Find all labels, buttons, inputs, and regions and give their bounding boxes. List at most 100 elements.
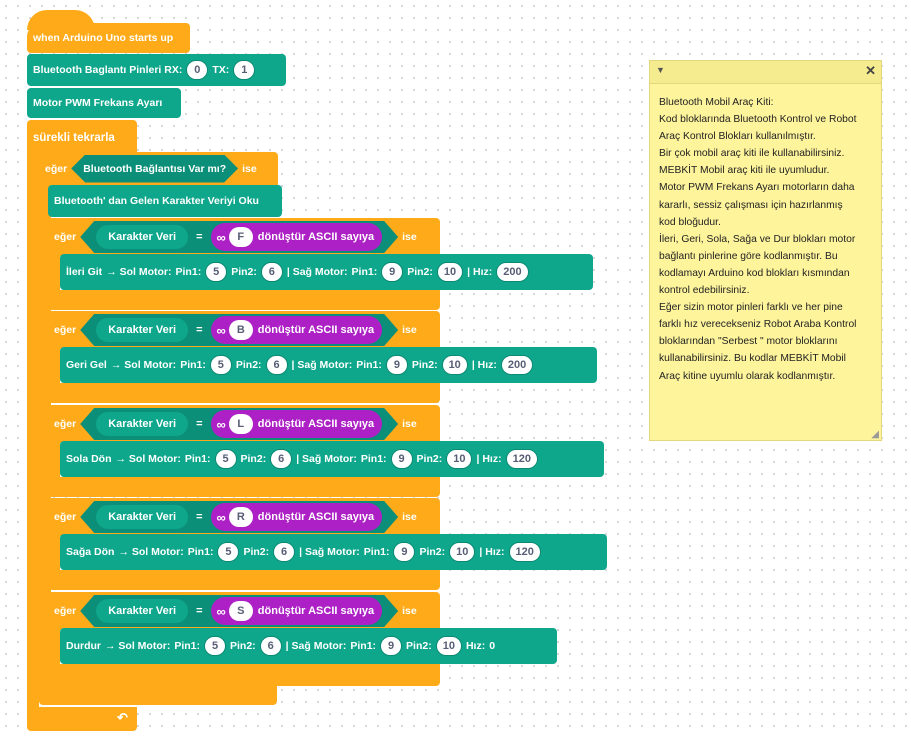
if-label: eğer	[54, 605, 77, 617]
if-foot	[48, 477, 440, 497]
ascii-convert-block[interactable]: ∞ R dönüştür ASCII sayıya	[211, 503, 383, 531]
speed-label: | Hız:	[476, 453, 502, 465]
motor-action-block[interactable]: Sola Dön → Sol Motor: Pin1: 5 Pin2: 6 | …	[60, 441, 604, 477]
right-pin1-input[interactable]: 9	[381, 262, 404, 282]
char-input[interactable]: S	[229, 601, 253, 621]
char-variable[interactable]: Karakter Veri	[96, 225, 188, 249]
left-pin1-input[interactable]: 5	[214, 449, 237, 469]
pin1-label: Pin1:	[180, 359, 206, 371]
then-label: ise	[402, 231, 417, 243]
action-label: Sola Dön	[66, 453, 112, 465]
right-motor-label: | Sağ Motor:	[299, 546, 360, 558]
if-char-block[interactable]: eğer Karakter Veri = ∞ B dönüştür ASCII …	[48, 311, 440, 349]
comment-note[interactable]: ▼ ✕ Bluetooth Mobil Araç Kiti:Kod blokla…	[649, 60, 882, 441]
outer-if-block[interactable]: eğer Bluetooth Bağlantısı Var mı? ise	[39, 152, 278, 185]
resize-handle-icon[interactable]: ◢	[871, 429, 879, 440]
speed-value[interactable]: 0	[489, 640, 496, 652]
if-char-block[interactable]: eğer Karakter Veri = ∞ L dönüştür ASCII …	[48, 405, 440, 443]
char-variable[interactable]: Karakter Veri	[96, 505, 188, 529]
left-pin2-input[interactable]: 6	[265, 355, 288, 375]
if-arm	[48, 628, 60, 668]
right-pin1-input[interactable]: 9	[393, 542, 416, 562]
rx-pin-input[interactable]: 0	[186, 60, 209, 80]
right-pin2-input[interactable]: 10	[441, 355, 468, 375]
bt-connected-condition[interactable]: Bluetooth Bağlantısı Var mı?	[83, 162, 227, 175]
left-pin1-input[interactable]: 5	[217, 542, 240, 562]
right-pin2-input[interactable]: 10	[446, 449, 473, 469]
pin1-label: Pin1:	[351, 266, 378, 278]
forever-block[interactable]: sürekli tekrarla	[27, 120, 137, 155]
close-icon[interactable]: ✕	[865, 63, 876, 78]
char-input[interactable]: R	[229, 507, 253, 527]
left-pin1-input[interactable]: 5	[209, 355, 232, 375]
action-label: Sağa Dön	[66, 546, 115, 558]
right-pin2-input[interactable]: 10	[435, 636, 462, 656]
left-pin2-input[interactable]: 6	[259, 636, 282, 656]
speed-input[interactable]: 120	[505, 449, 538, 469]
motor-action-block[interactable]: Sağa Dön → Sol Motor: Pin1: 5 Pin2: 6 | …	[60, 534, 607, 570]
note-header[interactable]: ▼ ✕	[650, 61, 881, 84]
motor-action-block[interactable]: Durdur → Sol Motor: Pin1: 5 Pin2: 6 | Sa…	[60, 628, 557, 664]
if-char-block[interactable]: eğer Karakter Veri = ∞ R dönüştür ASCII …	[48, 498, 440, 536]
right-motor-label: | Sağ Motor:	[296, 453, 357, 465]
ascii-convert-block[interactable]: ∞ S dönüştür ASCII sayıya	[211, 597, 383, 625]
infinity-icon: ∞	[216, 509, 224, 525]
speed-input[interactable]: 120	[508, 542, 541, 562]
if-label: eğer	[54, 231, 77, 243]
right-motor-label: | Sağ Motor:	[286, 266, 348, 278]
char-variable[interactable]: Karakter Veri	[96, 599, 188, 623]
motor-pwm-block[interactable]: Motor PWM Frekans Ayarı	[27, 88, 181, 118]
pin1-label: Pin1:	[363, 546, 390, 558]
left-pin1-input[interactable]: 5	[204, 636, 226, 656]
left-motor-label: → Sol Motor:	[118, 546, 184, 558]
char-input[interactable]: F	[229, 227, 253, 247]
left-pin2-input[interactable]: 6	[270, 449, 293, 469]
if-arm	[48, 347, 60, 387]
bt-pins-block[interactable]: Bluetooth Baglantı Pinleri RX: 0 TX: 1	[27, 54, 286, 86]
bt-read-block[interactable]: Bluetooth' dan Gelen Karakter Veriyi Oku	[48, 185, 282, 217]
char-variable[interactable]: Karakter Veri	[96, 412, 188, 436]
note-line: kodlamayı Arduino kod blokları kısmından	[659, 267, 850, 279]
ascii-convert-block[interactable]: ∞ L dönüştür ASCII sayıya	[211, 410, 383, 438]
pin2-label: Pin2:	[231, 266, 257, 278]
right-pin1-input[interactable]: 9	[380, 636, 403, 656]
pin1-label: Pin1:	[174, 640, 200, 652]
if-arm	[48, 254, 60, 294]
motor-action-block[interactable]: İleri Git → Sol Motor: Pin1: 5 Pin2: 6 |…	[60, 254, 593, 290]
right-pin1-input[interactable]: 9	[385, 355, 408, 375]
speed-input[interactable]: 200	[496, 262, 529, 282]
action-label: Durdur	[66, 640, 101, 652]
note-line: bağlantı pinlerine göre kodlanmıştır. Bu	[659, 250, 838, 262]
char-variable[interactable]: Karakter Veri	[96, 318, 188, 342]
right-pin1-input[interactable]: 9	[390, 449, 413, 469]
left-pin2-input[interactable]: 6	[260, 262, 283, 282]
when-starts-hat-block[interactable]: when Arduino Uno starts up	[27, 23, 190, 53]
if-char-block[interactable]: eğer Karakter Veri = ∞ S dönüştür ASCII …	[48, 592, 440, 630]
note-line: Bluetooth Mobil Araç Kiti:	[659, 97, 774, 108]
right-pin2-input[interactable]: 10	[436, 262, 464, 282]
equals-operator: =	[196, 324, 203, 336]
if-char-block[interactable]: eğer Karakter Veri = ∞ F dönüştür ASCII …	[48, 218, 440, 256]
ascii-label: dönüştür ASCII sayıya	[257, 418, 375, 430]
bt-pins-label: Bluetooth Baglantı Pinleri RX:	[33, 64, 183, 76]
if-label: eğer	[54, 511, 77, 523]
note-text[interactable]: Bluetooth Mobil Araç Kiti:Kod bloklarınd…	[650, 84, 881, 385]
if-label: eğer	[54, 418, 77, 430]
left-pin1-input[interactable]: 5	[205, 262, 228, 282]
ascii-convert-block[interactable]: ∞ B dönüştür ASCII sayıya	[211, 316, 383, 344]
pin2-label: Pin2:	[411, 359, 438, 371]
ascii-label: dönüştür ASCII sayıya	[257, 511, 375, 523]
ascii-convert-block[interactable]: ∞ F dönüştür ASCII sayıya	[211, 223, 383, 251]
char-input[interactable]: L	[229, 414, 253, 434]
note-line: Araç Kontrol Blokları kullanılmıştır.	[659, 131, 816, 143]
left-pin2-input[interactable]: 6	[273, 542, 296, 562]
char-input[interactable]: B	[229, 320, 253, 340]
right-pin2-input[interactable]: 10	[449, 542, 476, 562]
pin2-label: Pin2:	[406, 640, 432, 652]
tx-pin-input[interactable]: 1	[233, 60, 256, 80]
forever-foot[interactable]: ↶	[27, 707, 137, 731]
triangle-down-icon[interactable]: ▼	[656, 65, 665, 75]
speed-input[interactable]: 200	[500, 355, 534, 375]
motor-action-block[interactable]: Geri Gel → Sol Motor: Pin1: 5 Pin2: 6 | …	[60, 347, 597, 383]
